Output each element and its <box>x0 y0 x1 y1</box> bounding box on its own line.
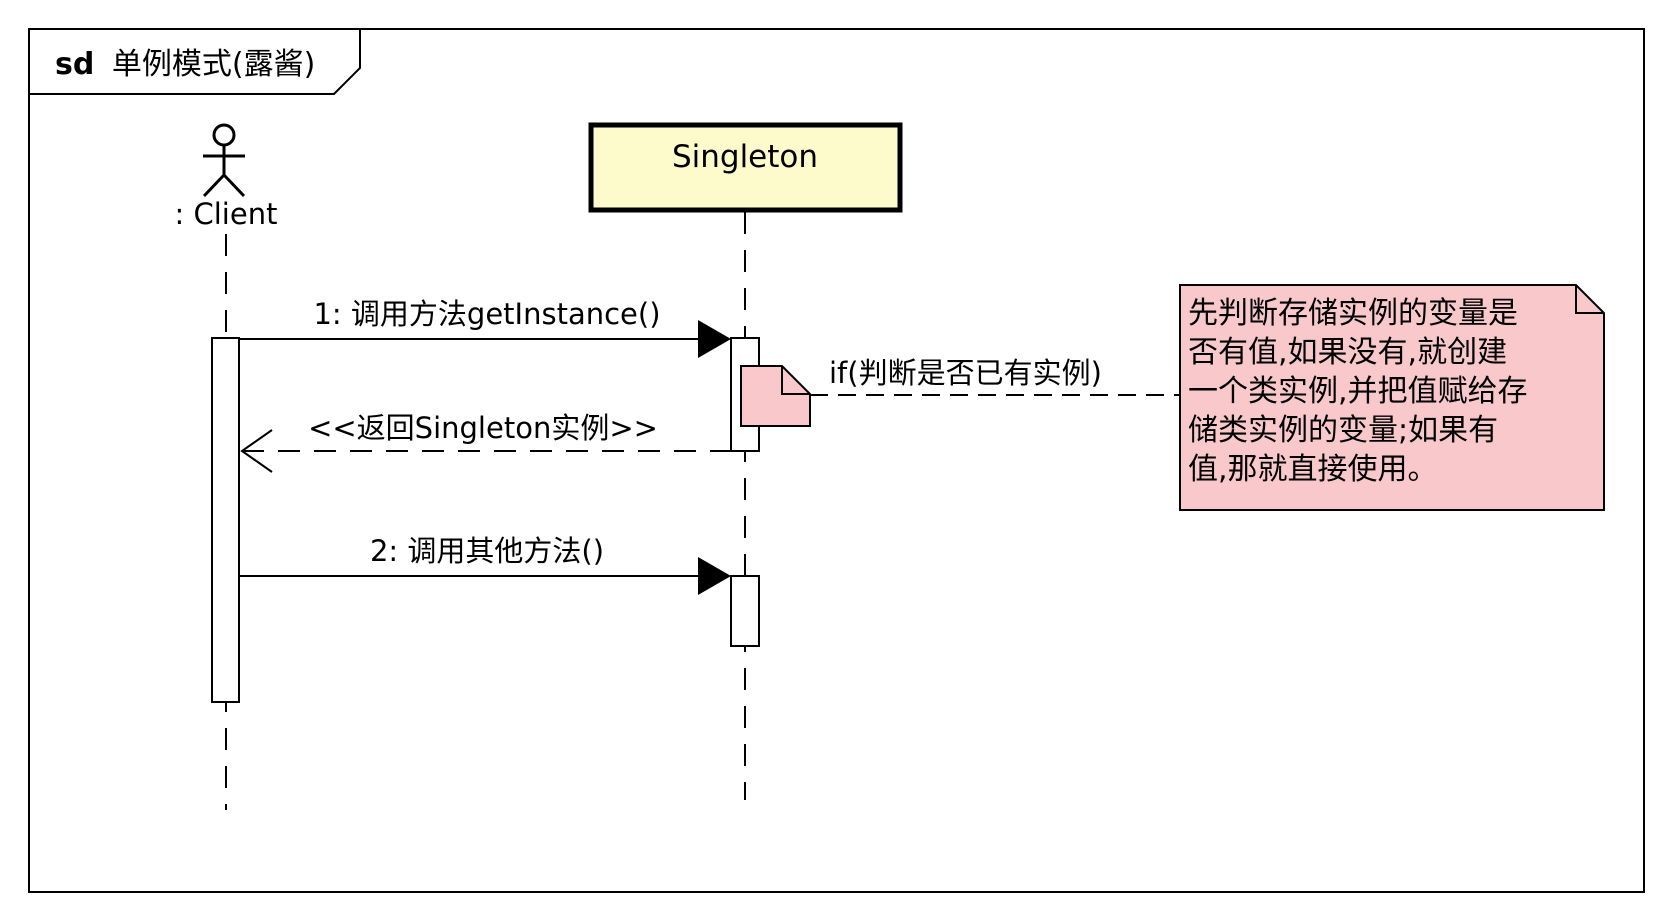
message-2-label: 2: 调用其他方法() <box>370 534 604 568</box>
singleton-lifeline-label: Singleton <box>672 139 818 175</box>
return-arrowhead <box>240 429 273 473</box>
message-1-label: 1: 调用方法getInstance() <box>313 297 660 331</box>
note-line-1: 先判断存储实例的变量是 <box>1188 296 1518 331</box>
note-line-2: 否有值,如果没有,就创建 <box>1188 335 1507 370</box>
return-message-label: <<返回Singleton实例>> <box>308 411 658 445</box>
note-line-5: 值,那就直接使用。 <box>1188 452 1438 487</box>
client-lifeline-label: : Client <box>175 197 278 231</box>
message-2-arrowhead <box>698 557 731 595</box>
singleton-activation-bar-2 <box>730 575 760 647</box>
note-box <box>1179 284 1605 511</box>
small-note-icon <box>740 365 811 427</box>
note-connector-label: if(判断是否已有实例) <box>829 356 1102 390</box>
client-actor-icon <box>202 123 246 198</box>
note-line-3: 一个类实例,并把值赋给存 <box>1188 374 1528 409</box>
message-1-arrowhead <box>698 320 731 358</box>
frame-label-box <box>28 28 361 95</box>
note-text: 先判断存储实例的变量是 否有值,如果没有,就创建 一个类实例,并把值赋给存 储类… <box>1188 296 1537 487</box>
note-line-4: 储类实例的变量;如果有 <box>1188 413 1498 448</box>
singleton-object-box <box>588 122 903 213</box>
client-activation-bar <box>211 337 240 703</box>
small-note-fold <box>781 366 810 395</box>
frame-label: sd 单例模式(露酱) <box>55 47 315 82</box>
frame-name: 单例模式(露酱) <box>112 47 315 82</box>
note-fold <box>1575 285 1604 314</box>
frame-keyword: sd <box>55 47 94 82</box>
